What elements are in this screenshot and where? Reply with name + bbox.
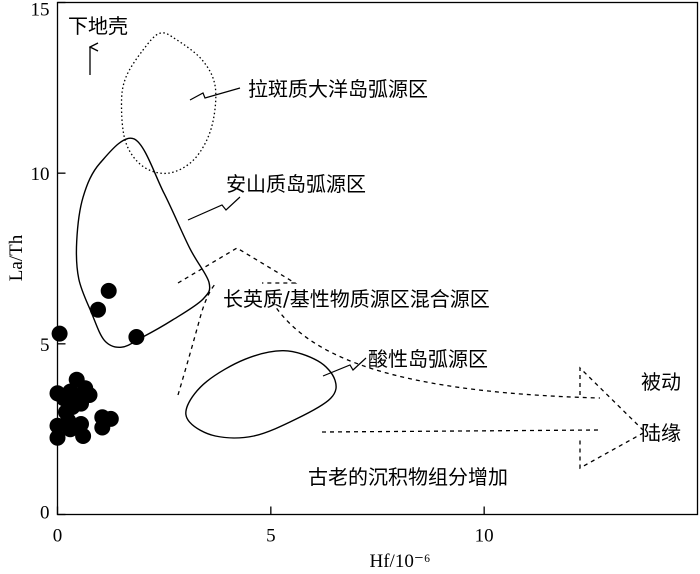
data-point [128, 329, 145, 345]
data-point [51, 325, 68, 342]
y-axis-title: La/Th [6, 234, 27, 281]
y-tick-label: 15 [31, 0, 50, 21]
tick-labels: 0 5 10 0 5 10 15 [31, 0, 494, 547]
leader-andesitic [187, 196, 241, 221]
label-lower-crust: 下地壳 [68, 14, 128, 38]
label-passive: 被动 [641, 370, 681, 394]
data-points [49, 282, 145, 446]
trend-curve [267, 294, 601, 399]
data-point [90, 301, 106, 318]
data-point [68, 388, 85, 405]
data-point [60, 412, 77, 429]
leader-acidic [322, 357, 367, 377]
region-outline [120, 32, 217, 175]
data-point [100, 282, 117, 299]
sediment-arrow-shaft [321, 429, 601, 433]
mixing-arrow-head [177, 247, 298, 284]
label-andesitic-arc: 安山质岛弧源区 [226, 172, 366, 196]
region-outline [185, 349, 337, 439]
label-mixed-source: 长英质/基性物质源区混合源区 [223, 287, 490, 311]
mixing-arrow-shaft [177, 282, 217, 396]
y-tick-label: 0 [40, 503, 50, 524]
label-margin: 陆缘 [641, 421, 681, 445]
axis-ticks [56, 1, 485, 516]
label-acidic-arc: 酸性岛弧源区 [368, 347, 488, 371]
block-arrow-head [579, 366, 647, 470]
x-tick-label: 0 [53, 526, 63, 547]
leader-tholeiite [189, 87, 241, 101]
x-tick-label: 5 [266, 526, 276, 547]
x-tick-label: 10 [475, 526, 494, 547]
data-point [75, 428, 92, 444]
region-outline [75, 137, 211, 349]
data-point [49, 429, 66, 446]
data-point [94, 419, 111, 436]
plot-frame [56, 1, 699, 516]
x-axis-title: Hf/10⁻⁶ [370, 551, 431, 572]
data-point [73, 416, 89, 432]
regions [75, 32, 337, 439]
label-tholeiite-arc: 拉斑质大洋岛弧源区 [248, 77, 428, 101]
y-tick-label: 10 [31, 164, 50, 185]
label-old-sediment: 古老的沉积物组分增加 [308, 465, 508, 489]
data-point [81, 387, 98, 403]
y-tick-label: 5 [40, 335, 50, 356]
